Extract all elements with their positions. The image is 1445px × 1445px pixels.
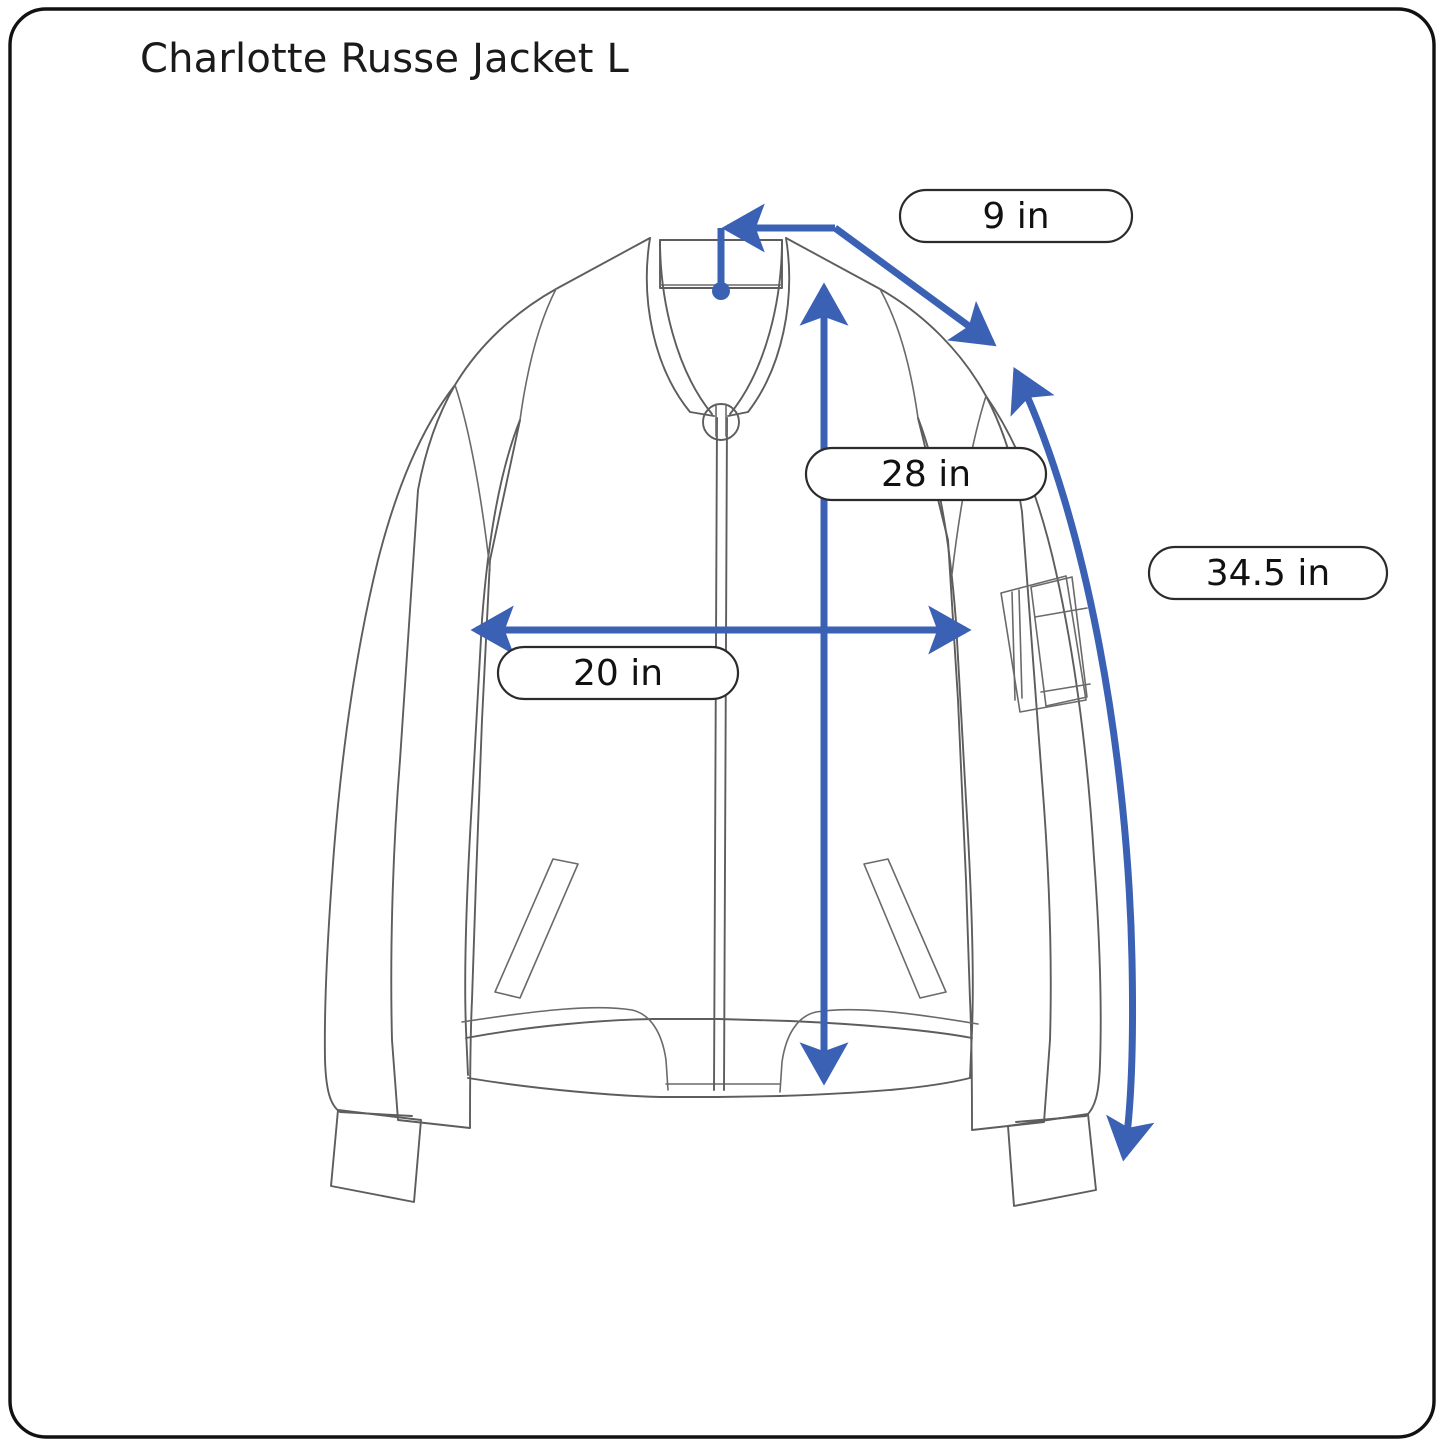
shoulder-arrow-diagonal (832, 225, 997, 347)
sleeve-right-outer (985, 395, 1102, 1123)
sleeve-measurement-text: 34.5 in (1206, 553, 1330, 594)
dimension-sleeve (1010, 366, 1155, 1162)
collar-v-left (659, 239, 713, 415)
jacket-illustration (323, 237, 1102, 1207)
hem-front-left-shape (461, 1006, 669, 1091)
neckline-left (645, 237, 715, 417)
length-pill-bg (804, 446, 1048, 502)
chest-measurement-text: 20 in (573, 653, 663, 694)
collar-v-right (729, 239, 783, 415)
jacket-body-outline (390, 237, 651, 1129)
hem-band (465, 1018, 973, 1039)
measurement-label-length[interactable]: 28 in (804, 446, 1048, 502)
zipper-pull-tab (715, 403, 727, 437)
length-measurement-text: 28 in (881, 454, 971, 495)
body-side-seam-left (464, 419, 521, 1076)
armhole-left (454, 384, 491, 571)
shoulder-measurement-text: 9 in (982, 196, 1049, 237)
zipper-line-right (723, 417, 728, 1091)
zipper-pull-icon (702, 403, 740, 441)
measurement-label-sleeve[interactable]: 34.5 in (1147, 545, 1389, 601)
neckline-right (727, 237, 791, 417)
measurement-label-chest[interactable]: 20 in (496, 645, 740, 701)
pocket-welt-left (494, 858, 579, 999)
sleeve-left-outer (323, 384, 456, 1117)
sleeve-pocket-zipper (1011, 589, 1023, 701)
zipper-line-left (713, 417, 718, 1091)
sleeve-pill-bg (1147, 545, 1389, 601)
shoulder-pill-bg (898, 188, 1134, 244)
dimension-shoulder (712, 203, 997, 347)
cuff-right (1007, 1113, 1097, 1207)
shoulder-seam-right (879, 288, 919, 419)
pocket-welt-right (863, 858, 947, 999)
sleeve-arrow (1010, 366, 1155, 1162)
body-side-seam-right (917, 417, 974, 1079)
shoulder-seam-left (519, 288, 557, 421)
hem-band-bottom (467, 1077, 971, 1098)
measurement-label-shoulder[interactable]: 9 in (898, 188, 1134, 244)
chest-pill-bg (496, 645, 740, 701)
page-title: Charlotte Russe Jacket L (140, 36, 630, 82)
cuff-left (330, 1109, 422, 1203)
page-border (8, 7, 1436, 1439)
